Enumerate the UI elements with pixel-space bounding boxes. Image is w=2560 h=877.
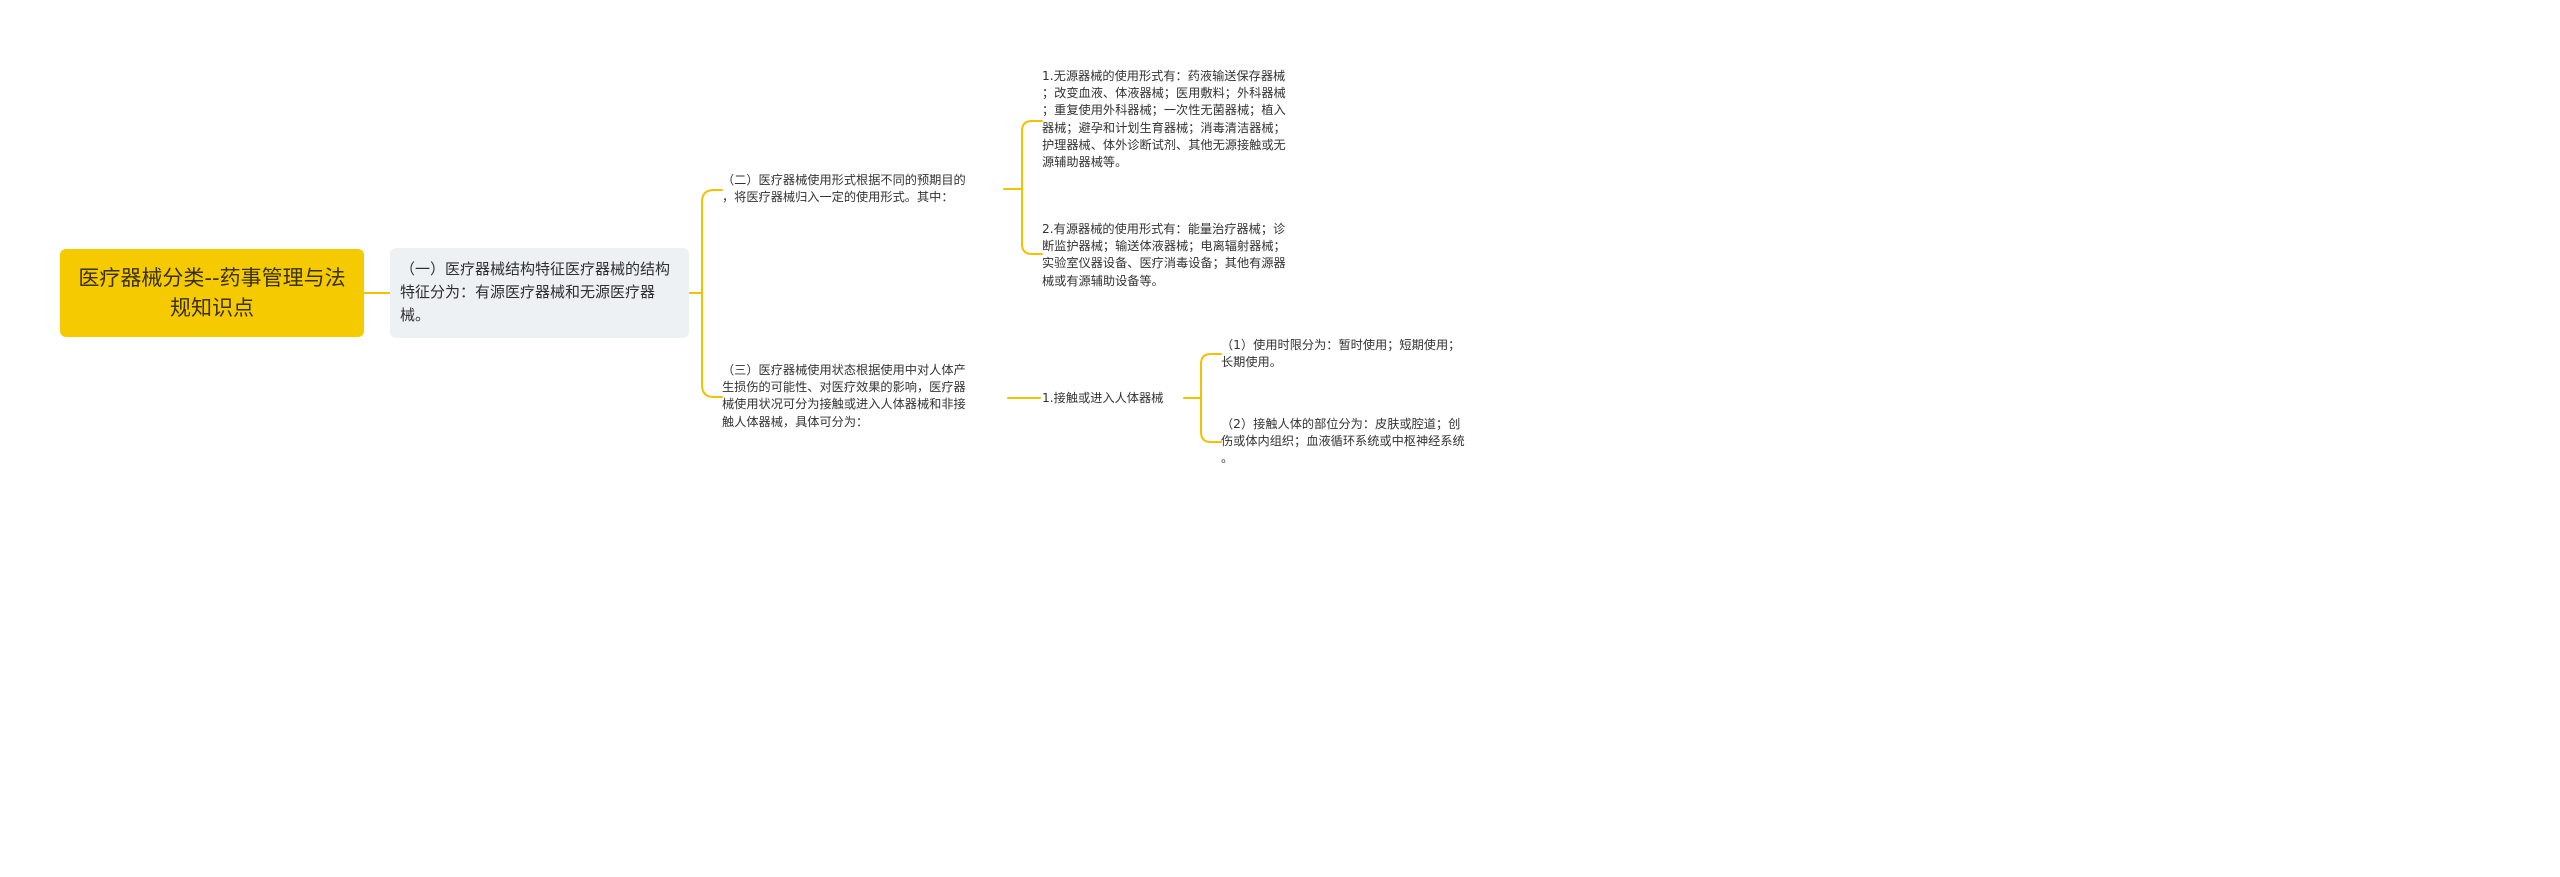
structure-feature-node[interactable]: （一）医疗器械结构特征医疗器械的结构特征分为：有源医疗器械和无源医疗器械。: [390, 248, 689, 338]
mindmap-canvas: 医疗器械分类--药事管理与法规知识点 （一）医疗器械结构特征医疗器械的结构特征分…: [0, 0, 1545, 548]
usage-state-node[interactable]: （三）医疗器械使用状态根据使用中对人体产 生损伤的可能性、对医疗效果的影响，医疗…: [722, 363, 966, 429]
connector-level1-children: [688, 189, 723, 398]
root-node[interactable]: 医疗器械分类--药事管理与法规知识点: [60, 249, 364, 337]
contact-device-node[interactable]: 1.接触或进入人体器械: [1042, 391, 1164, 405]
usage-form-node[interactable]: （二）医疗器械使用形式根据不同的预期目的 ，将医疗器械归入一定的使用形式。其中：: [722, 173, 966, 205]
body-contact-part-node[interactable]: （2）接触人体的部位分为：皮肤或腔道；创 伤或体内组织；血液循环系统或中枢神经系…: [1221, 417, 1465, 466]
active-device-forms-node[interactable]: 2.有源器械的使用形式有：能量治疗器械；诊 断监护器械；输送体液器械；电离辐射器…: [1042, 222, 1286, 288]
usage-duration-node[interactable]: （1）使用时限分为：暂时使用；短期使用； 长期使用。: [1221, 338, 1461, 370]
passive-device-forms-node[interactable]: 1.无源器械的使用形式有：药液输送保存器械 ；改变血液、体液器械；医用敷料；外科…: [1042, 69, 1286, 170]
